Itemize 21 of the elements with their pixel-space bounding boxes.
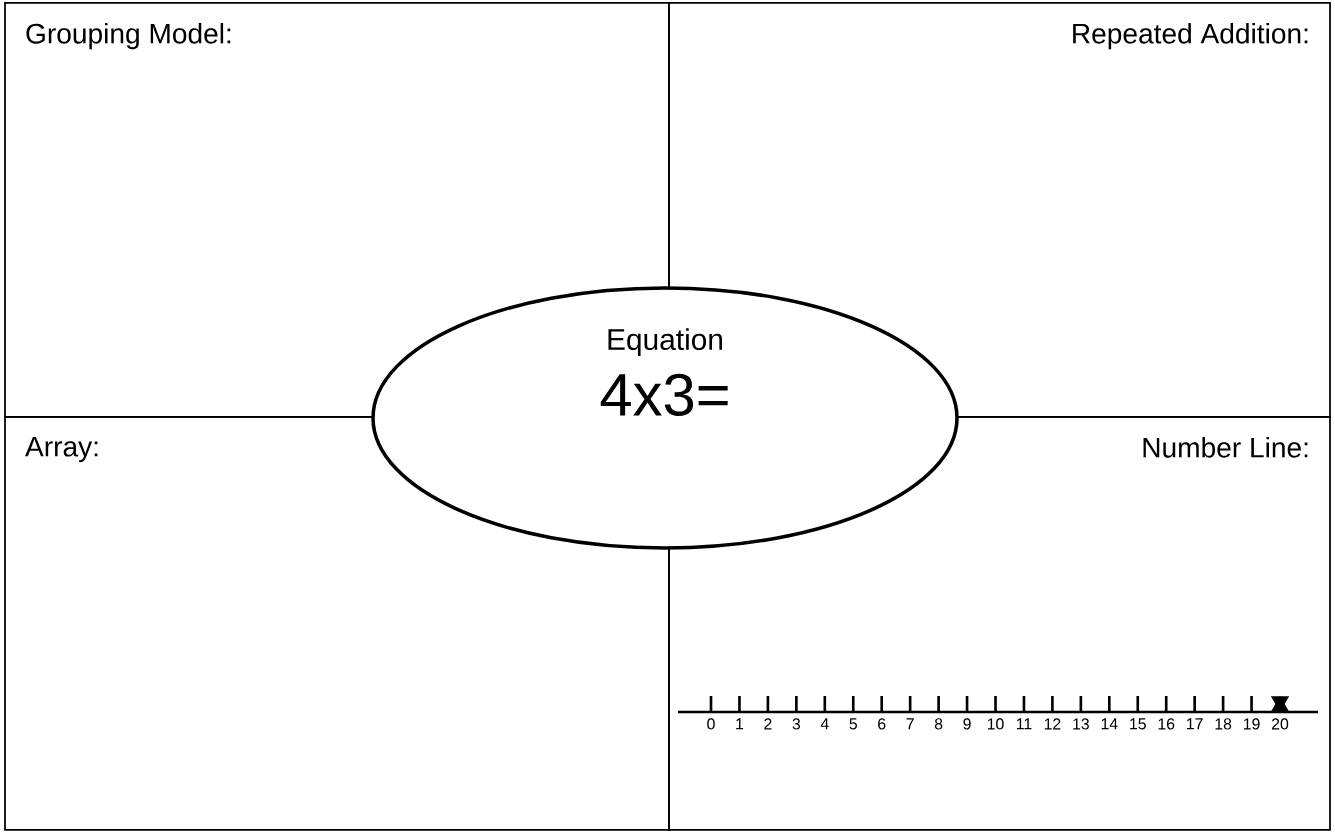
tick-label: 19 (1244, 718, 1260, 730)
tick-label: 11 (1016, 718, 1032, 730)
tick-label: 7 (906, 718, 914, 730)
tick-label: 13 (1073, 718, 1089, 730)
tick-label: 10 (987, 718, 1004, 730)
tick-label: 18 (1215, 718, 1232, 730)
tick-label: 6 (878, 718, 886, 730)
tick-label: 3 (792, 718, 801, 730)
tick-label: 0 (707, 718, 715, 730)
tick-label: 17 (1187, 718, 1203, 730)
tick-label: 16 (1158, 718, 1175, 730)
tick-label: 9 (963, 718, 971, 730)
tick-label: 15 (1130, 718, 1146, 730)
tick-label: 1 (736, 718, 744, 730)
tick-label: 14 (1101, 718, 1118, 730)
tick-label: 4 (820, 718, 829, 730)
tick-label: 8 (934, 718, 943, 730)
tick-label: 12 (1044, 718, 1061, 730)
tick-label: 5 (849, 718, 857, 730)
tick-label: 2 (764, 718, 772, 730)
tick-label: 20 (1272, 718, 1289, 730)
